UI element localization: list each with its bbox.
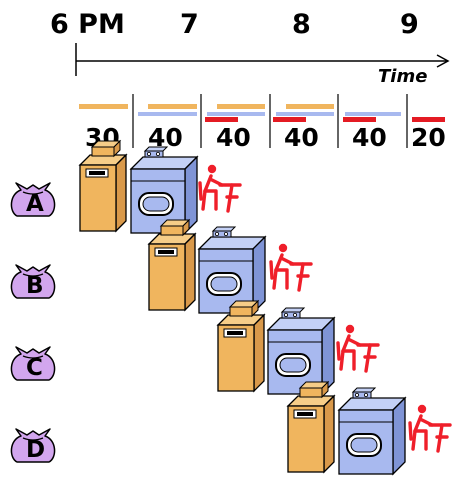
duration-label-4: 40	[284, 123, 319, 152]
bar-dry-d	[345, 112, 401, 116]
load-c-letter: C	[26, 355, 43, 381]
load-a-bag: A	[10, 182, 56, 217]
folder-person-icon	[408, 403, 452, 453]
dryer-icon	[338, 387, 406, 475]
washer-icon	[217, 300, 265, 392]
bar-wash-c	[217, 104, 265, 109]
duration-label-6: 20	[411, 123, 446, 152]
duration-label-5: 40	[352, 123, 387, 152]
washer-icon	[79, 140, 127, 232]
load-d-letter: D	[26, 437, 45, 463]
axis-label-time: Time	[378, 66, 427, 87]
washer-icon	[287, 381, 335, 473]
time-arrow-icon	[75, 43, 450, 76]
bar-fold-d	[412, 117, 445, 122]
bar-fold-c	[343, 117, 376, 122]
folder-person-icon	[198, 163, 242, 213]
dryer-icon	[198, 226, 266, 314]
load-b-bag: B	[10, 264, 56, 299]
hour-label-8: 8	[292, 9, 311, 40]
bar-fold-b	[273, 117, 306, 122]
bar-wash-d	[286, 104, 334, 109]
bar-dry-c	[276, 112, 334, 116]
bar-wash-a	[79, 104, 128, 109]
hour-label-6pm: 6 PM	[50, 9, 125, 40]
folder-person-icon	[269, 242, 313, 292]
slot-dividers	[132, 94, 408, 148]
folder-person-icon	[336, 323, 380, 373]
hour-label-7: 7	[180, 9, 199, 40]
bar-wash-b	[148, 104, 197, 109]
load-b-letter: B	[26, 273, 44, 299]
load-d-bag: D	[10, 428, 56, 463]
load-c-bag: C	[10, 346, 56, 381]
stage-bars	[79, 104, 445, 122]
load-a-letter: A	[26, 191, 44, 217]
bar-dry-b	[207, 112, 265, 116]
dryer-icon	[267, 307, 335, 395]
bar-dry-a	[138, 112, 197, 116]
bar-fold-a	[205, 117, 238, 122]
hour-label-9: 9	[400, 9, 419, 40]
duration-label-3: 40	[216, 123, 251, 152]
